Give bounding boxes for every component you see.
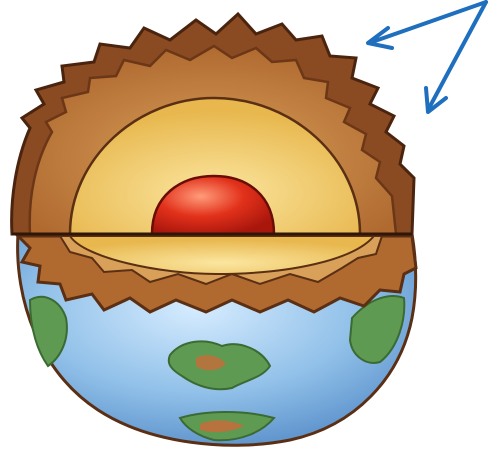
pointer-arrows: [368, 2, 486, 112]
globe-surface: [18, 234, 416, 445]
